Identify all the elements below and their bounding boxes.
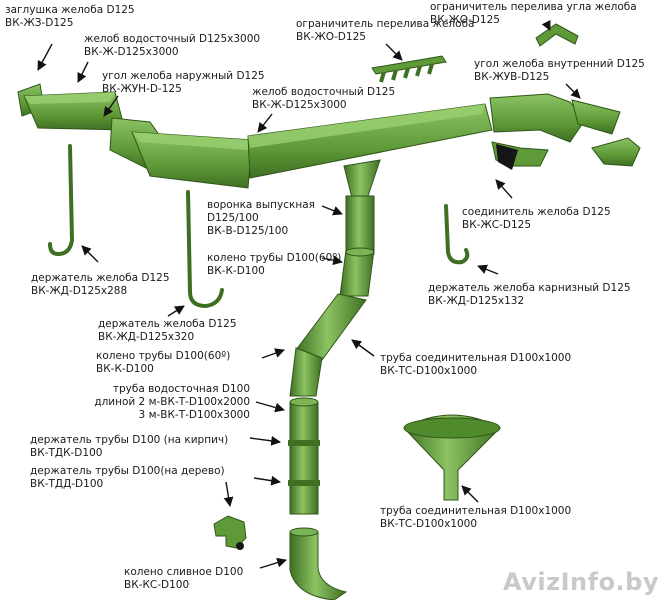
watermark: AvizInfo.by (503, 568, 659, 596)
arrow-end-cap (37, 43, 53, 71)
eave-gutter-holder (444, 204, 470, 265)
label-gutter-left: желоб водосточный D125x3000 ВК-Ж-D125x30… (84, 33, 261, 58)
label-holder-left: держатель желоба D125 ВК-ЖД-D125x288 (31, 272, 170, 297)
label-holder-mid: держатель желоба D125 ВК-ЖД-D125x320 (98, 318, 237, 343)
label-pipe-holder-wood: держатель трубы D100(на дерево) ВК-ТДД-D… (30, 465, 225, 490)
arrow-inner-corner (565, 83, 581, 99)
arrow-drain-pipe (255, 401, 285, 413)
corner-overflow-limiter (535, 23, 579, 47)
arrow-elbow-mid (261, 348, 285, 359)
label-end-cap: заглушка желоба D125 ВК-ЖЗ-D125 (5, 4, 135, 29)
label-pipe-holder-brick: держатель трубы D100 (на кирпич) ВК-ТДК-… (30, 434, 229, 459)
label-drain-pipe: труба водосточная D100 длиной 2 м-ВК-Т-D… (94, 383, 250, 421)
arrow-pipe-holder-wood (253, 475, 281, 486)
arrow-holder-mid (167, 305, 185, 317)
drain-pipe (288, 397, 320, 515)
connecting-pipe-diagonal (295, 293, 367, 361)
label-connector: соединитель желоба D125 ВК-ЖС-D125 (462, 206, 611, 231)
arrow-gutter-main (257, 113, 273, 133)
label-eave-holder: держатель желоба карнизный D125 ВК-ЖД-D1… (428, 282, 631, 307)
connecting-pipe-funnel (403, 414, 501, 501)
arrow-holder-left (81, 245, 99, 263)
arrow-elbow-top (321, 255, 343, 266)
outlet-funnel (343, 159, 381, 255)
gutter-inner-corner (489, 93, 621, 143)
elbow-top (339, 247, 375, 297)
drain-elbow (289, 527, 348, 600)
leader-arrows (37, 19, 581, 569)
pipe-holder-wood (213, 515, 247, 550)
label-overflow-limiter: ограничитель перелива желоба ВК-ЖО-D125 (296, 18, 475, 43)
arrow-outlet (321, 205, 343, 216)
gutter-left-section (23, 91, 126, 131)
arrow-connector (495, 179, 513, 199)
arrow-overflow-limiter (385, 43, 403, 61)
label-elbow-mid: колено трубы D100(60º) ВК-К-D100 (96, 350, 231, 375)
label-inner-corner: угол желоба внутренний D125 ВК-ЖУВ-D125 (474, 58, 645, 83)
arrow-small-holder (223, 481, 234, 507)
gutter-connector (491, 141, 549, 170)
arrow-connecting-top (351, 339, 375, 357)
arrow-outer-corner (103, 95, 119, 117)
overflow-limiter (371, 55, 447, 83)
gutter-main-section (247, 103, 493, 179)
arrow-drain-elbow (259, 557, 287, 569)
gutter-right-end-cap (591, 137, 641, 167)
elbow-mid (289, 347, 323, 397)
gutter-lower-section (131, 131, 253, 189)
gutter-holder-left (48, 144, 75, 257)
label-gutter-main: желоб водосточный D125 ВК-Ж-D125x3000 (252, 86, 396, 111)
label-corner-overflow-limiter: ограничитель перелива угла желоба ВК-ЖО-… (430, 1, 637, 26)
label-connecting-pipe-bottom: труба соединительная D100x1000 ВК-ТС-D10… (380, 505, 572, 530)
arrow-corner-limiter (541, 19, 551, 31)
gutter-holder-mid (186, 190, 224, 309)
label-connecting-pipe-top: труба соединительная D100x1000 ВК-ТС-D10… (380, 352, 572, 377)
arrow-eave-holder (477, 264, 499, 275)
label-elbow-top: колено трубы D100(60º) ВК-К-D100 (207, 252, 342, 277)
label-drain-elbow: колено сливное D100 ВК-КС-D100 (124, 566, 244, 591)
label-outlet: воронка выпускная D125/100 ВК-В-D125/100 (207, 199, 315, 237)
arrow-pipe-holder-brick (249, 435, 281, 446)
label-outer-corner: угол желоба наружный D125 ВК-ЖУН-D-125 (102, 70, 265, 95)
arrow-gutter-left (77, 61, 89, 83)
arrow-connecting-bottom (461, 485, 479, 503)
